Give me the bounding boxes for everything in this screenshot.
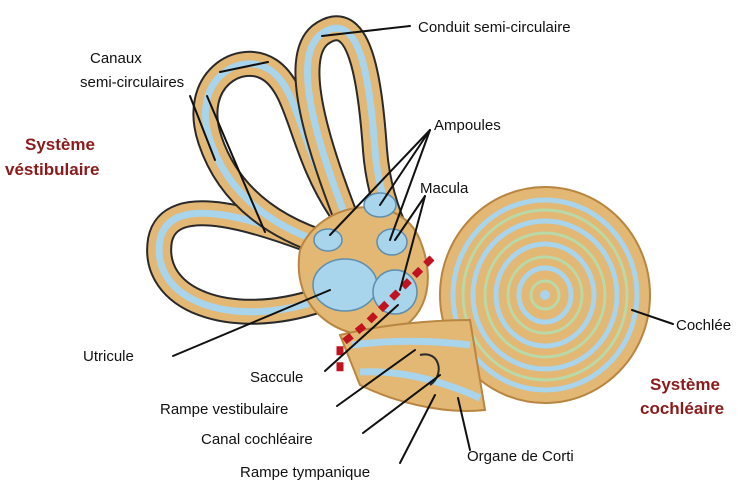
- label-utricule: Utricule: [83, 348, 134, 365]
- cochlear-duct-section: [340, 320, 485, 411]
- label-conduit-semi-circulaire: Conduit semi-circulaire: [418, 19, 571, 36]
- label-macula: Macula: [420, 180, 469, 197]
- system-cochleaire-line2: cochléaire: [640, 399, 724, 418]
- label-canaux-line2: semi-circulaires: [80, 74, 184, 91]
- label-rampe-tympanique: Rampe tympanique: [240, 464, 370, 481]
- label-canal-cochleaire: Canal cochléaire: [201, 431, 313, 448]
- system-vestibulaire-line2: véstibulaire: [5, 160, 100, 179]
- vestibule: [299, 193, 428, 336]
- system-vestibulaire-line1: Système: [25, 135, 95, 154]
- label-canaux-line1: Canaux: [90, 50, 142, 67]
- label-saccule: Saccule: [250, 369, 303, 386]
- system-cochleaire-line1: Système: [650, 375, 720, 394]
- label-ampoules: Ampoules: [434, 117, 501, 134]
- label-organe-de-corti: Organe de Corti: [467, 448, 574, 465]
- label-rampe-vestibulaire: Rampe vestibulaire: [160, 401, 288, 418]
- ampulla-3: [314, 229, 342, 251]
- label-cochlee: Cochlée: [676, 317, 731, 334]
- utricle-sac: [313, 259, 377, 311]
